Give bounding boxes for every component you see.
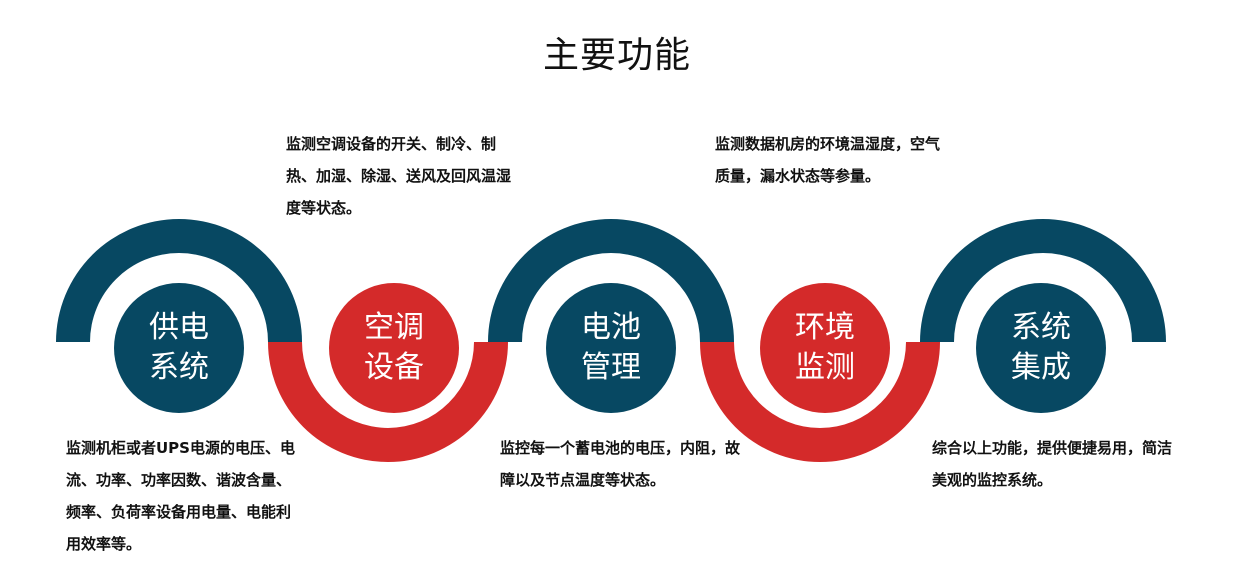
node-power-system: 供电 系统: [114, 283, 244, 413]
node-battery-management-line2: 管理: [581, 350, 641, 385]
node-battery-management: 电池 管理: [546, 283, 676, 413]
node-system-integration-line1: 系统: [1011, 310, 1071, 345]
arc-top-1: [56, 219, 302, 342]
desc-environment-monitoring: 监测数据机房的环境温湿度，空气质量，漏水状态等参量。: [715, 135, 941, 185]
node-air-conditioning-line1: 空调: [364, 310, 424, 345]
arc-bottom-2: [700, 342, 940, 462]
node-air-conditioning-line2: 设备: [364, 350, 424, 385]
desc-air-conditioning: 监测空调设备的开关、制冷、制热、加湿、除湿、送风及回风温湿度等状态。: [286, 135, 512, 217]
node-environment-monitoring: 环境 监测: [760, 283, 890, 413]
desc-battery-management: 监控每一个蓄电池的电压，内阻，故障以及节点温度等状态。: [500, 439, 741, 489]
node-air-conditioning: 空调 设备: [329, 283, 459, 413]
node-power-system-line2: 系统: [149, 350, 209, 385]
desc-system-integration: 综合以上功能，提供便捷易用，简洁美观的监控系统。: [932, 439, 1173, 489]
desc-power-system: 监测机柜或者UPS电源的电压、电流、功率、功率因数、谐波含量、频率、负荷率设备用…: [66, 439, 295, 553]
node-system-integration: 系统 集成: [976, 283, 1106, 413]
page-title: 主要功能: [542, 35, 691, 76]
node-power-system-line1: 供电: [149, 310, 209, 345]
node-environment-monitoring-line2: 监测: [795, 350, 855, 385]
node-system-integration-line2: 集成: [1011, 350, 1071, 385]
arc-top-2: [488, 219, 734, 342]
node-environment-monitoring-line1: 环境: [795, 310, 855, 345]
arc-top-3: [920, 219, 1166, 342]
node-battery-management-line1: 电池: [581, 310, 641, 345]
arc-bottom-1: [268, 342, 508, 462]
